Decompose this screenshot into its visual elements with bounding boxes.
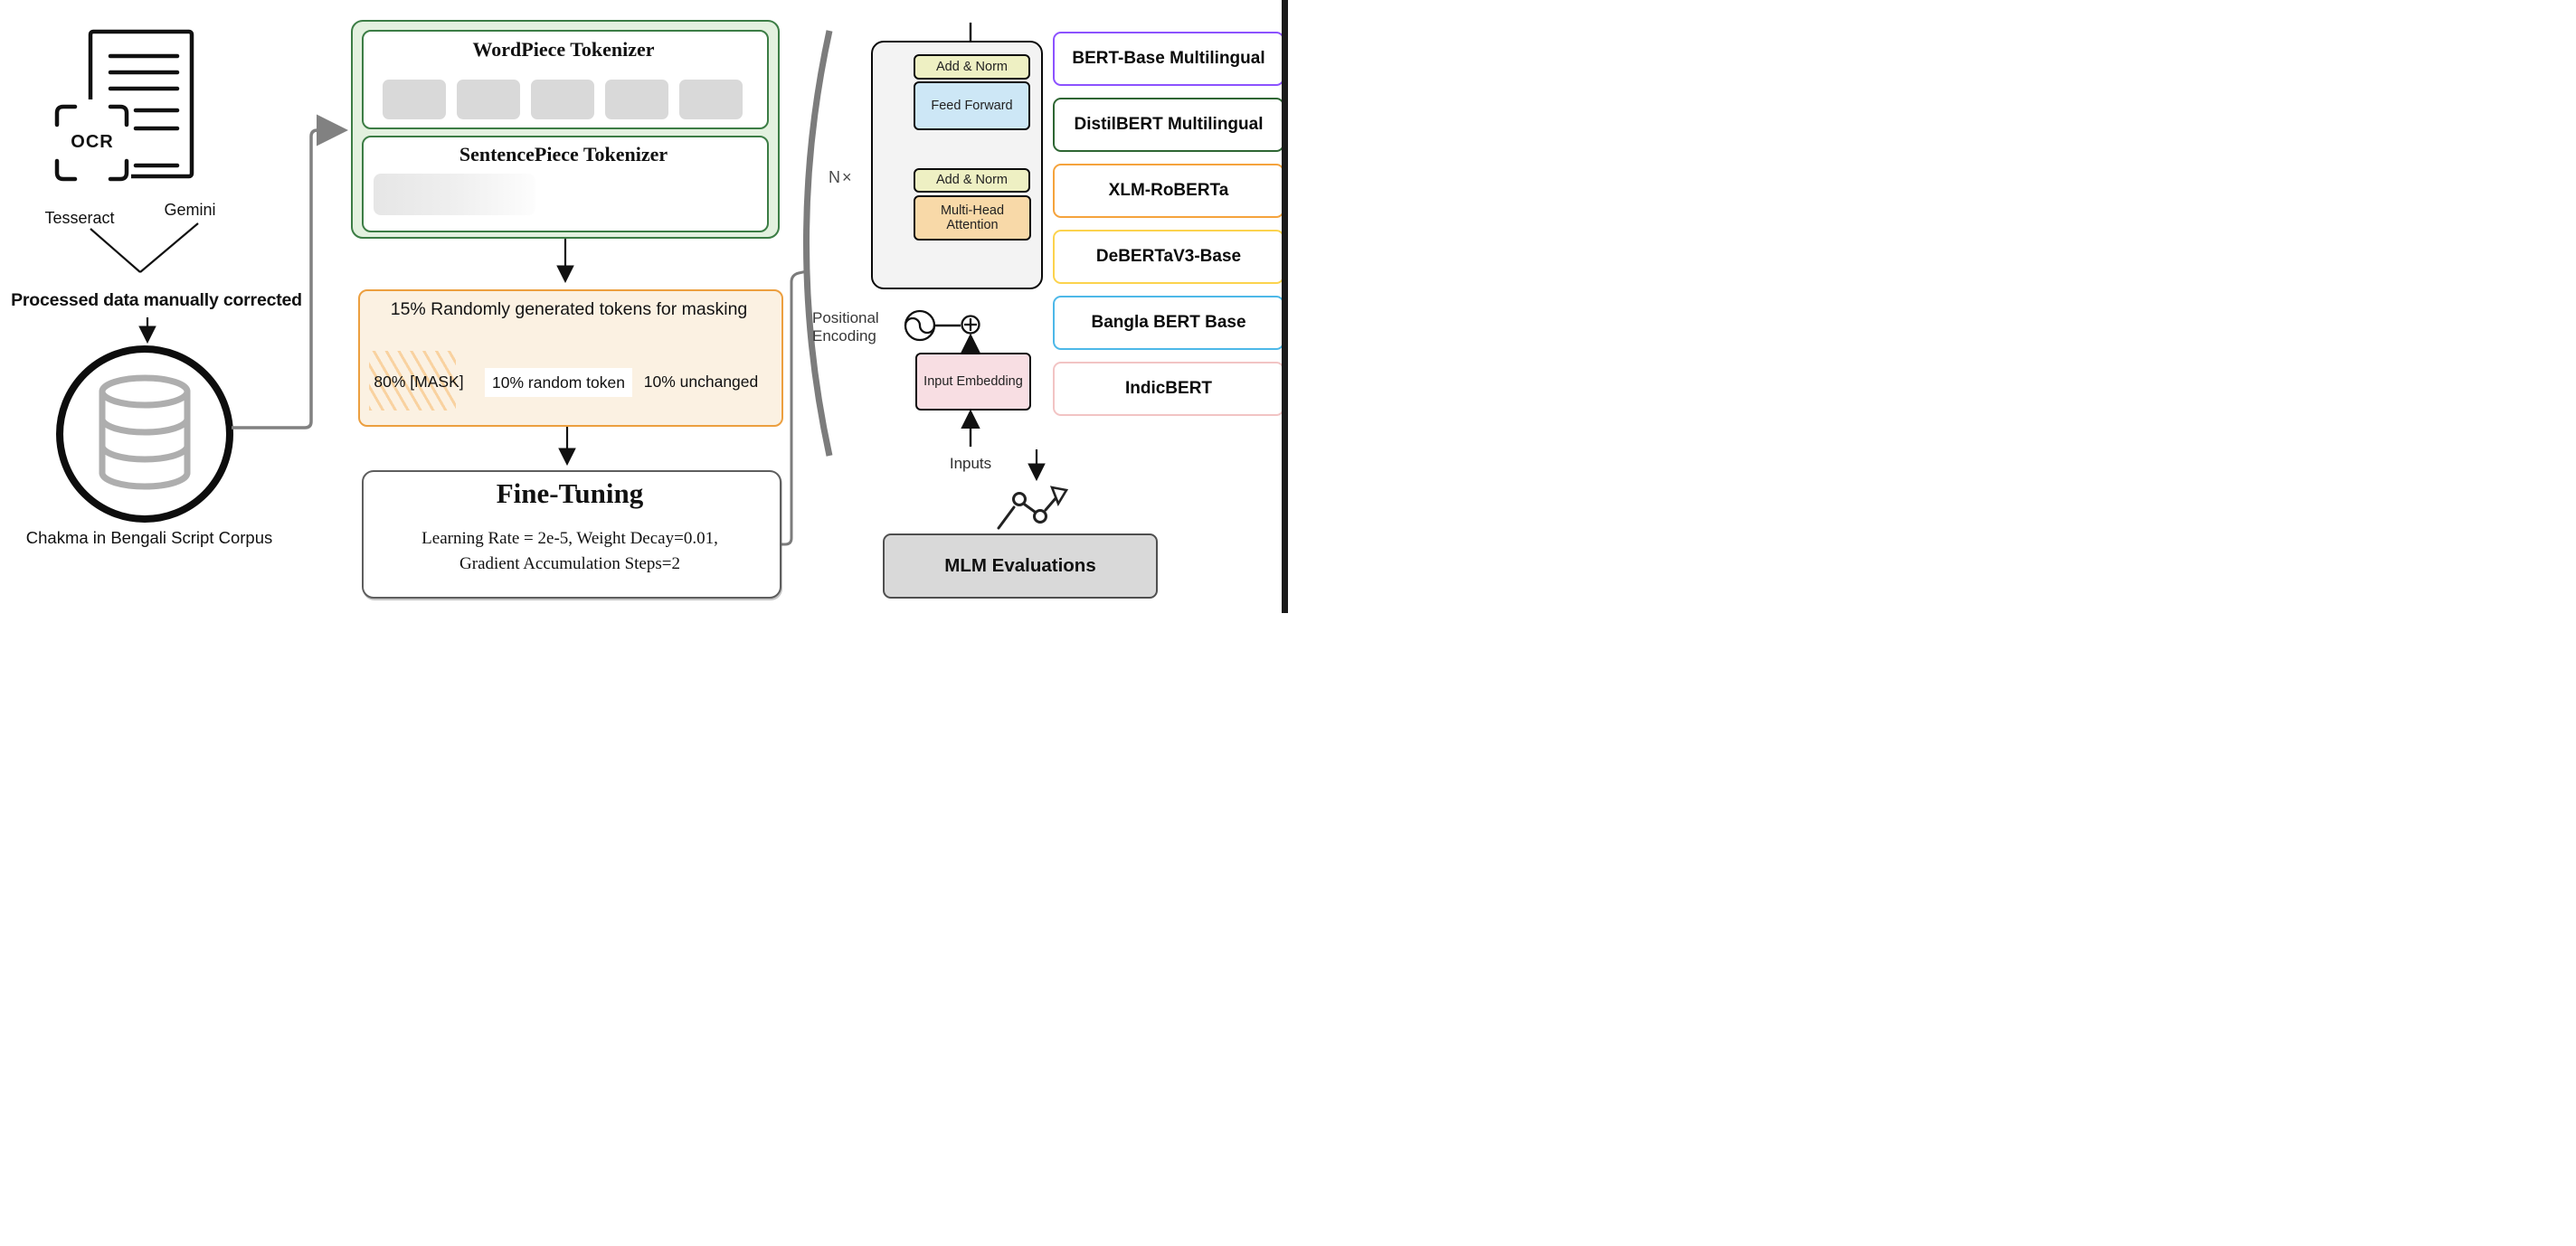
connector-corpus-to-tokenizer: [232, 114, 348, 429]
finetuning-params-line1: Learning Rate = 2e-5, Weight Decay=0.01,: [421, 529, 718, 548]
finetuning-params-line2: Gradient Accumulation Steps=2: [459, 554, 680, 573]
token-square: [531, 80, 594, 119]
database-icon: [99, 374, 191, 490]
corpus-label: Chakma in Bengali Script Corpus: [25, 528, 273, 547]
bracket-curve: [803, 30, 833, 457]
mask-hatch-pattern: [369, 351, 456, 411]
token-square: [383, 80, 446, 119]
positional-line2: Encoding: [812, 327, 876, 345]
processed-data-label: Processed data manually corrected: [11, 290, 302, 310]
ocr-label: OCR: [71, 132, 114, 152]
mlm-evaluations-box: MLM Evaluations: [883, 533, 1158, 599]
masking-title: 15% Randomly generated tokens for maskin…: [390, 299, 748, 319]
plus-circle-icon: [961, 315, 980, 335]
add-norm-bottom-box: Add & Norm: [914, 168, 1030, 193]
ocr-document-icon: [52, 29, 194, 184]
n-times-label: N×: [829, 168, 854, 186]
sentencepiece-title: SentencePiece Tokenizer: [459, 143, 668, 165]
model-box-debertav3-base: DeBERTaV3-Base: [1053, 230, 1284, 284]
finetuning-box: [362, 470, 781, 599]
branch-random-label: 10% random token: [485, 368, 632, 397]
figure-canvas: OCR Tesseract Gemini Processed data manu…: [0, 0, 1288, 623]
branch-unchanged-label: 10% unchanged: [643, 373, 759, 391]
gemini-label: Gemini: [164, 201, 216, 219]
token-square: [605, 80, 668, 119]
input-embedding-box: Input Embedding: [915, 353, 1031, 411]
add-norm-top-box: Add & Norm: [914, 54, 1030, 80]
ocr-converge-lines: [90, 222, 199, 273]
positional-encoding-icon: [904, 309, 936, 342]
model-box-xlm-roberta: XLM-RoBERTa: [1053, 164, 1284, 218]
inputs-label: Inputs: [949, 455, 992, 472]
screen-right-edge: [1282, 0, 1288, 613]
tesseract-label: Tesseract: [44, 209, 115, 227]
connector-finetuning-to-models: [779, 269, 808, 546]
feed-forward-box: Feed Forward: [914, 81, 1030, 130]
multi-head-attention-box: Multi-Head Attention: [914, 195, 1031, 241]
model-box-bert-base-multilingual: BERT-Base Multilingual: [1053, 32, 1284, 86]
token-square: [457, 80, 520, 119]
branch-mask-label: 80% [MASK]: [374, 373, 464, 391]
wordpiece-title: WordPiece Tokenizer: [472, 38, 655, 61]
model-box-indicbert: IndicBERT: [1053, 362, 1284, 416]
finetuning-title: Fine-Tuning: [496, 477, 644, 509]
diagram-lines-layer: [52, 23, 1069, 546]
sentencepiece-fade-bar: [374, 174, 535, 215]
positional-line1: Positional: [812, 309, 879, 326]
model-box-bangla-bert-base: Bangla BERT Base: [1053, 296, 1284, 350]
chart-trend-icon: [997, 486, 1069, 530]
model-box-distilbert-multilingual: DistilBERT Multilingual: [1053, 98, 1284, 152]
positional-encoding-label: Positional Encoding: [812, 309, 906, 345]
token-square: [679, 80, 743, 119]
